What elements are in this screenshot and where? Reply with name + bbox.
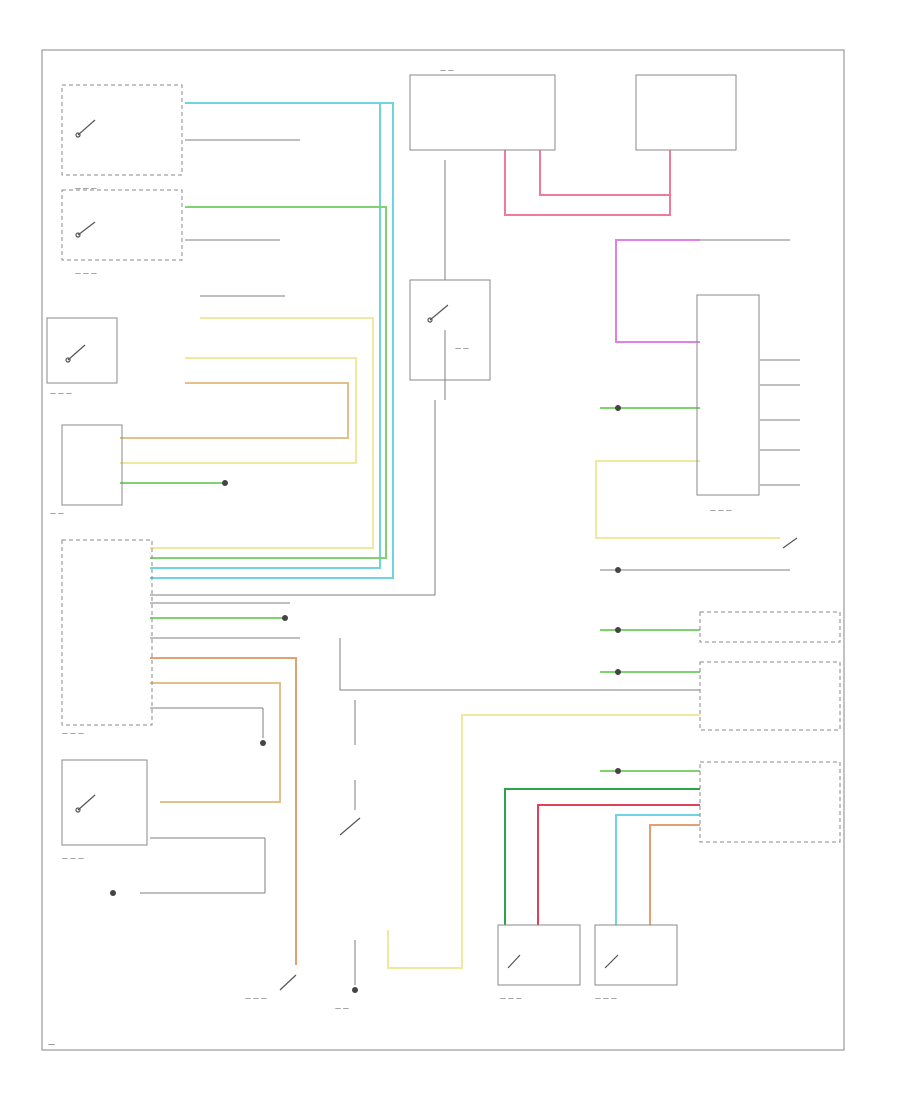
driver-seat-belt-switch (497, 924, 581, 986)
passenger-seat-belt-switch (594, 924, 678, 986)
wire-red (537, 804, 700, 925)
label-rr-door-latch: — — — (75, 270, 97, 277)
switch-symbols (65, 119, 798, 991)
label-door-jamb: — — — (245, 995, 267, 1002)
wire-pink-1 (504, 150, 671, 216)
label-lr-door-latch: — — — (75, 185, 97, 192)
label-ignition-switch: — — (455, 345, 469, 352)
wire-tan-1 (150, 317, 374, 549)
wire-tan-3 (595, 460, 780, 539)
wire-light-blue-2 (150, 102, 394, 579)
label-park-brake: — — (335, 1005, 349, 1012)
lr-door-latch-switch (61, 84, 183, 176)
figure-id: — (48, 1040, 55, 1048)
headlamp-switch (61, 759, 148, 846)
wire-violet-1 (615, 239, 700, 343)
label-passenger-seat-belt: — — — (595, 995, 617, 1002)
wire-green-1 (150, 206, 387, 559)
ground-symbols (110, 405, 621, 993)
label-fuse-block: — — (440, 67, 454, 74)
body-control-module (61, 539, 153, 726)
passenger-door-module (61, 424, 123, 506)
wire-orange-2 (649, 824, 700, 925)
label-passenger-door-switch: — — — (50, 390, 72, 397)
wire-pink-2 (539, 150, 670, 196)
wire-yellow-2 (387, 714, 700, 969)
label-instrument-cluster: — — — (710, 507, 732, 514)
right-side-connector-3 (699, 761, 841, 843)
label-headlamp-switch: — — — (62, 855, 84, 862)
label-body-control-module: — — — (62, 730, 84, 737)
lighting-module-top (635, 74, 737, 151)
diagram-border (41, 49, 845, 1051)
wire-yellow-1 (120, 357, 357, 464)
label-driver-seat-belt: — — — (500, 995, 522, 1002)
wire-tan-4 (150, 682, 281, 803)
passenger-door-switch (46, 317, 118, 384)
wire-dark-green (504, 788, 700, 925)
gray-wire-group (140, 139, 800, 985)
component-boxes (46, 74, 841, 986)
instrument-cluster (696, 294, 760, 496)
wire-light-blue-3 (615, 814, 700, 925)
right-side-connector-1 (699, 611, 841, 643)
wire-group (120, 102, 780, 969)
ignition-switch (409, 279, 491, 381)
right-side-connector-2 (699, 661, 841, 731)
label-passenger-door-module: — — (50, 510, 64, 517)
rr-door-latch-switch (61, 189, 183, 261)
wire-orange-1 (150, 657, 297, 965)
wire-tan-2 (120, 382, 349, 439)
wire-light-blue-1 (150, 102, 381, 569)
fuse-block-top (409, 74, 556, 151)
component-labels: — — — — — — — — — — — — — — — — — — — — … (48, 67, 732, 1048)
